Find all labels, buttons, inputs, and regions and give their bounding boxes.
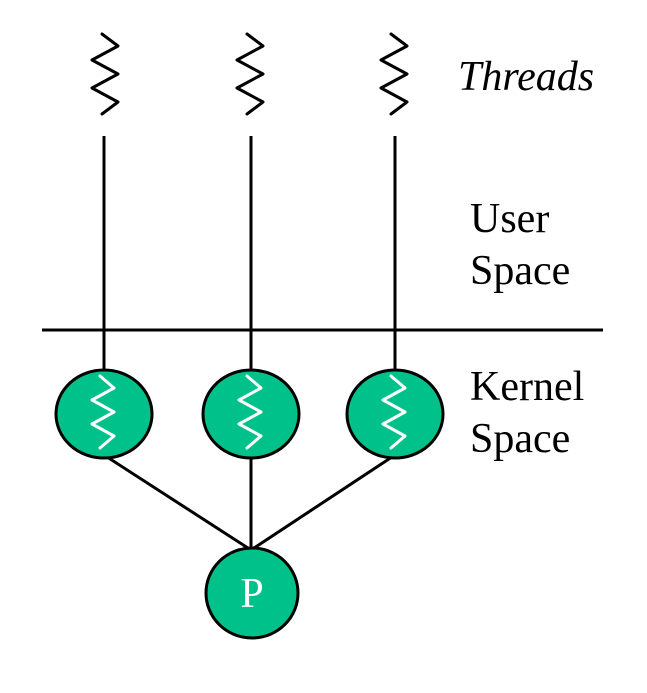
kernel-thread-3-squiggle-icon	[381, 374, 407, 450]
kernel-thread-1-squiggle-icon	[90, 374, 116, 450]
kernel-connector-3	[250, 453, 396, 552]
process-circle	[204, 546, 300, 640]
user-thread-1-squiggle-icon	[90, 32, 120, 116]
kernel-thread-2-squiggle-icon	[237, 374, 263, 450]
kernel-thread-1-circle	[54, 368, 154, 460]
threads-label: Threads	[458, 54, 594, 100]
kernel-thread-1	[54, 368, 154, 460]
kernel-thread-3-circle	[345, 368, 445, 460]
kernel-space-label-line1: Kernel	[470, 364, 584, 410]
user-thread-3-squiggle-icon	[379, 32, 409, 116]
user-space-label-line2: Space	[470, 248, 570, 294]
user-thread-2-squiggle-icon	[235, 32, 265, 116]
kernel-thread-2	[201, 368, 301, 460]
process-label: P	[240, 571, 263, 617]
user-kernel-connectors	[102, 136, 397, 372]
kernel-thread-3	[345, 368, 445, 460]
kernel-connector-1	[103, 453, 252, 552]
kernel-space-label-line2: Space	[470, 416, 570, 462]
process-node: P	[204, 546, 300, 640]
kernel-thread-2-circle	[201, 368, 301, 460]
user-space-label-line1: User	[470, 196, 549, 242]
kernel-process-connectors	[103, 453, 396, 552]
user-threads	[90, 32, 409, 116]
kernel-threads	[54, 368, 445, 460]
